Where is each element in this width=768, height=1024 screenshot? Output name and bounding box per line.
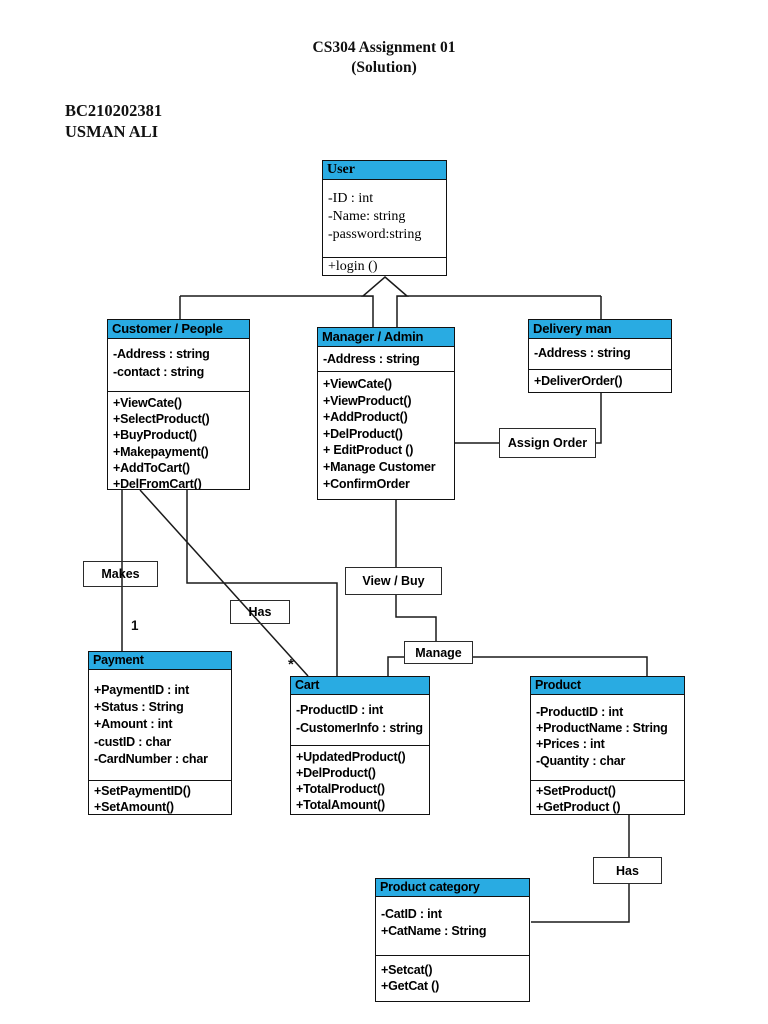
student-id: BC210202381 [65,101,163,120]
student-name: USMAN ALI [65,122,159,141]
class-attributes-cart: -ProductID : int -CustomerInfo : string [291,695,429,745]
attribute: -ID : int [328,191,374,206]
assignment-subtitle: (Solution) [351,59,417,76]
method: +DelProduct() [323,426,403,441]
method: +DelFromCart() [113,477,202,489]
class-header-payment: Payment [89,652,231,670]
class-box-customer: Customer / People -Address : string -con… [107,319,250,490]
method: +Manage Customer [323,459,436,474]
relation-label-has-category: Has [593,857,662,884]
method: +BuyProduct() [113,428,197,443]
method: +ConfirmOrder [323,476,410,491]
attribute: +CatName : String [381,924,487,938]
method: +SelectProduct() [113,412,210,427]
multiplicity-cart-end: * [288,656,294,673]
method: +ViewCate() [323,377,392,391]
attribute: -contact : string [113,365,205,379]
attribute: -ProductID : int [296,703,384,717]
class-header-delivery: Delivery man [529,320,671,339]
method: +ViewCate() [113,396,182,410]
method: +AddProduct() [323,410,408,425]
method: +AddToCart() [113,460,190,475]
class-methods-manager: +ViewCate() +ViewProduct() +AddProduct()… [318,371,454,499]
attribute: -Address : string [534,346,631,360]
method: +SetPaymentID() [94,784,191,798]
class-attributes-delivery: -Address : string [529,339,671,369]
student-info: BC210202381 USMAN ALI [65,100,162,142]
relation-label-makes: Makes [83,561,158,587]
method: +ViewProduct() [323,393,412,408]
class-box-product: Product -ProductID : int +ProductName : … [530,676,685,815]
class-methods-customer: +ViewCate() +SelectProduct() +BuyProduct… [108,391,249,489]
inheritance-arrow [360,276,410,329]
method: +UpdatedProduct() [296,750,406,764]
multiplicity-payment-end: 1 [131,618,139,633]
attribute: +Amount : int [94,717,173,732]
class-methods-payment: +SetPaymentID() +SetAmount() [89,780,231,814]
class-methods-cart: +UpdatedProduct() +DelProduct() +TotalPr… [291,745,429,814]
attribute: +ProductName : String [536,721,668,736]
attribute: -password:string [328,227,422,242]
method: +Setcat() [381,963,433,977]
class-box-payment: Payment +PaymentID : int +Status : Strin… [88,651,232,815]
method: +DelProduct() [296,766,376,780]
method: +DeliverOrder() [534,374,623,388]
method: + EditProduct () [323,443,414,458]
class-attributes-product-category: -CatID : int +CatName : String [376,897,529,955]
customer-cart-elbow-line [186,490,338,676]
method: +GetProduct () [536,799,621,814]
attribute: -Address : string [323,352,420,366]
class-methods-delivery: +DeliverOrder() [529,369,671,392]
has-category-line [531,883,630,923]
attribute: -Name: string [328,209,406,224]
class-header-cart: Cart [291,677,429,695]
viewbuy-manage-line [395,595,437,642]
attribute: +Prices : int [536,737,605,752]
class-header-customer: Customer / People [108,320,249,339]
class-methods-product-category: +Setcat() +GetCat () [376,955,529,1001]
manage-cart-line [387,656,404,676]
attribute: +Status : String [94,700,184,715]
class-header-product-category: Product category [376,879,529,897]
method: +TotalAmount() [296,798,385,812]
method: +Makepayment() [113,444,209,459]
page-title: CS304 Assignment 01 (Solution) [0,38,768,78]
class-box-manager: Manager / Admin -Address : string +ViewC… [317,327,455,500]
relation-label-view-buy: View / Buy [345,567,442,595]
relation-label-manage: Manage [404,641,473,664]
method: +TotalProduct() [296,782,385,796]
class-methods-user: +login () [323,257,446,275]
class-attributes-payment: +PaymentID : int +Status : String +Amoun… [89,670,231,780]
attribute: -custID : char [94,734,172,749]
relation-label-has-cart: Has [230,600,290,624]
class-header-user: User [323,161,446,180]
class-attributes-product: -ProductID : int +ProductName : String +… [531,695,684,780]
method: +SetAmount() [94,800,174,814]
relation-label-assign-order: Assign Order [499,428,596,458]
method: +SetProduct() [536,784,616,798]
class-box-cart: Cart -ProductID : int -CustomerInfo : st… [290,676,430,815]
assignment-title: CS304 Assignment 01 [312,39,456,56]
method: +login () [328,259,378,274]
class-box-user: User -ID : int -Name: string -password:s… [322,160,447,276]
attribute: -CardNumber : char [94,751,208,766]
attribute: -Quantity : char [536,753,626,768]
class-box-product-category: Product category -CatID : int +CatName :… [375,878,530,1002]
delivery-assign-order-line [596,393,602,444]
method: +GetCat () [381,979,440,993]
attribute: -Address : string [113,347,210,361]
class-box-delivery: Delivery man -Address : string +DeliverO… [528,319,672,393]
attribute: +PaymentID : int [94,683,190,697]
class-header-manager: Manager / Admin [318,328,454,347]
attribute: -CustomerInfo : string [296,721,423,735]
manage-product-line [473,656,648,676]
attribute: -CatID : int [381,907,442,921]
class-attributes-customer: -Address : string -contact : string [108,339,249,391]
class-header-product: Product [531,677,684,695]
class-attributes-user: -ID : int -Name: string -password:string [323,180,446,257]
attribute: -ProductID : int [536,705,624,719]
class-attributes-manager: -Address : string [318,347,454,371]
class-methods-product: +SetProduct() +GetProduct () [531,780,684,814]
